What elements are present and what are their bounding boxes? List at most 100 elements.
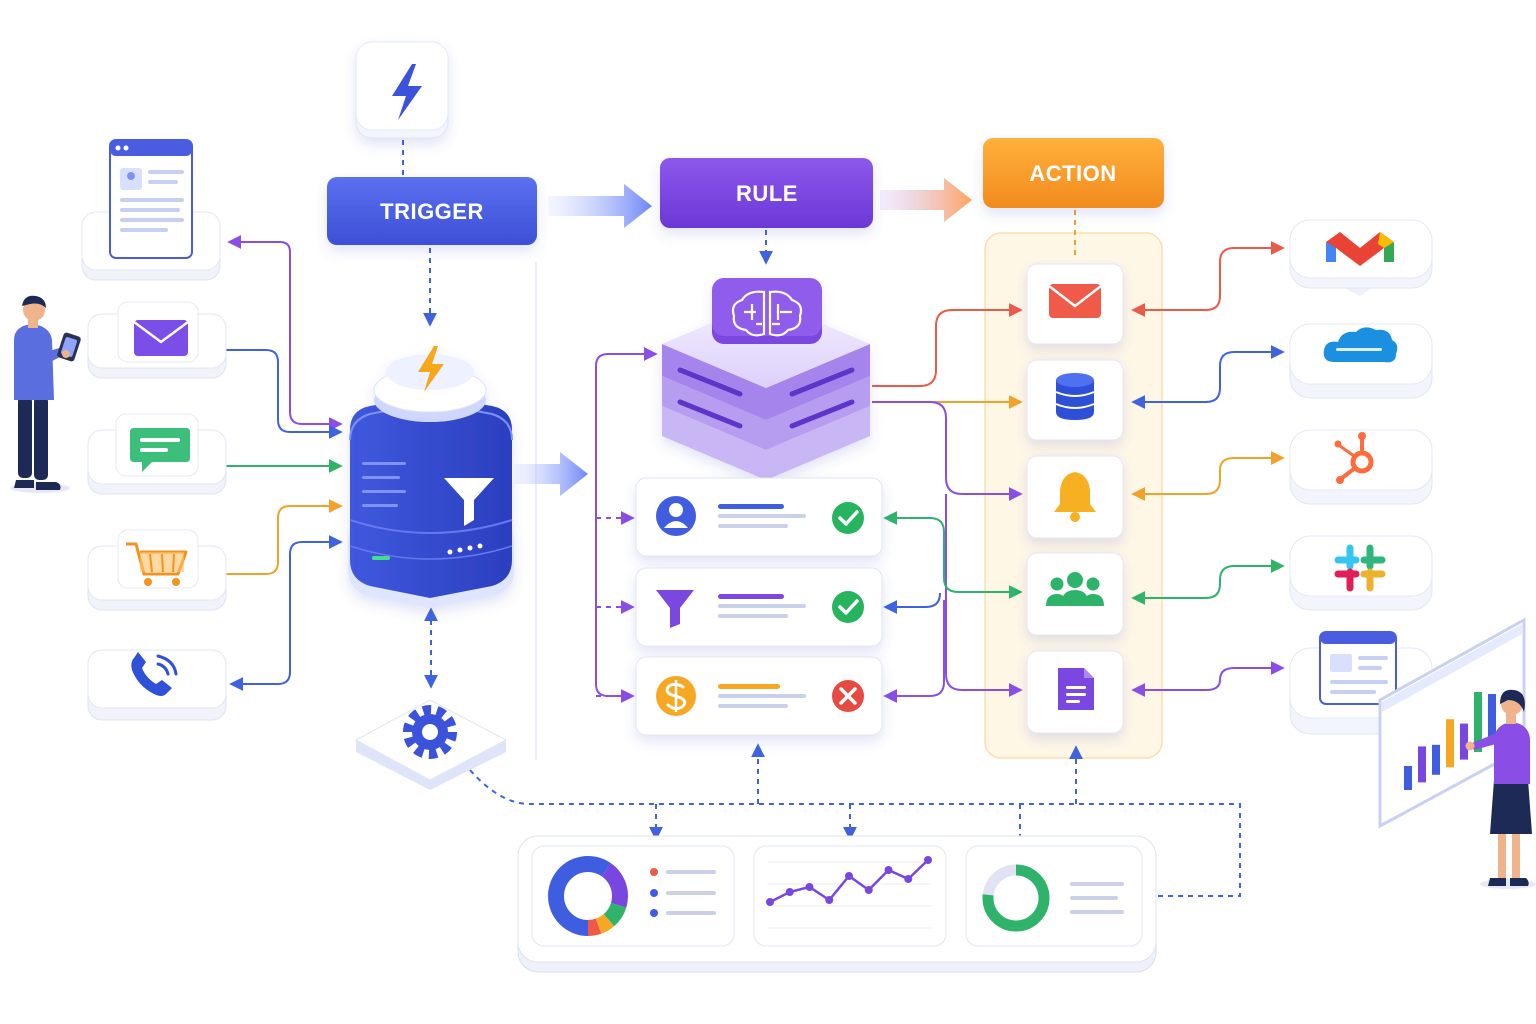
event-lightning-tile[interactable] <box>355 41 449 139</box>
analytics-line-card[interactable] <box>753 845 947 947</box>
bell-icon <box>1054 472 1096 522</box>
dollar-icon <box>656 676 696 716</box>
trigger-lightning-icon <box>418 346 444 392</box>
connector-phone <box>229 535 343 691</box>
condition-card-2[interactable] <box>635 567 883 647</box>
connector-condition-2-return <box>883 592 941 614</box>
connector-bottom-bus <box>469 769 1241 897</box>
connector-bell-hubspot <box>1131 451 1285 501</box>
action-stage[interactable]: ACTION <box>983 138 1164 208</box>
presentation-bar <box>1460 723 1468 760</box>
rule-stage[interactable]: RULE <box>660 158 873 228</box>
lightning-icon <box>392 64 422 120</box>
arrow-trigger-to-rule <box>548 184 652 228</box>
trigger-label: TRIGGER <box>380 199 484 224</box>
presentation-bar <box>1418 746 1426 783</box>
slack-icon <box>1334 544 1386 592</box>
connector-cart <box>226 499 343 575</box>
source-chat-tile[interactable] <box>87 413 227 495</box>
email-icon <box>133 320 189 356</box>
connector-condition-3-return <box>883 600 945 703</box>
connector-engine-mail <box>872 303 1023 387</box>
filter-funnel-icon <box>444 478 494 526</box>
trend-point <box>904 875 913 883</box>
connector-doc-web <box>1131 661 1285 697</box>
connector-mail-gmail <box>1131 241 1285 317</box>
integration-salesforce-tile[interactable] <box>1289 323 1433 399</box>
trend-point <box>864 886 873 894</box>
cross-icon <box>832 680 864 712</box>
presentation-bar <box>1474 692 1482 752</box>
salesforce-cloud-icon <box>1323 327 1398 363</box>
connector-engine-document <box>945 494 1023 697</box>
integration-gmail-tile[interactable] <box>1289 219 1433 296</box>
integration-slack-tile[interactable] <box>1289 535 1433 611</box>
connector-team-slack <box>1131 559 1285 605</box>
action-bell-tile[interactable] <box>1026 455 1124 539</box>
presentation-bar <box>1488 694 1496 745</box>
analytics-donut-card[interactable] <box>531 845 735 947</box>
web-form-icon <box>109 139 193 259</box>
team-icon <box>1046 572 1104 606</box>
rule-engine[interactable] <box>662 278 870 480</box>
presentation-board <box>1378 617 1526 829</box>
presentation-bar <box>1432 744 1440 775</box>
condition-2-bar <box>718 594 784 599</box>
trend-point <box>766 898 774 906</box>
condition-card-3[interactable] <box>635 656 883 736</box>
connector-email <box>226 349 343 439</box>
rule-label: RULE <box>736 181 798 206</box>
trend-point <box>924 856 932 864</box>
connector-engine-bell <box>872 401 1023 501</box>
analytics-ring-card[interactable] <box>965 845 1143 947</box>
source-cart-tile[interactable] <box>87 529 227 611</box>
connector-engine-conditions <box>595 347 658 697</box>
connectors <box>226 140 1285 897</box>
server-slots <box>677 367 855 429</box>
ring-chart-icon <box>982 864 1050 932</box>
gear-icon <box>403 705 457 759</box>
line-chart-icon <box>766 856 932 929</box>
trigger-filter-server[interactable] <box>348 346 514 608</box>
web-dashboard-icon <box>1319 631 1397 705</box>
user-icon <box>656 496 696 536</box>
action-database-tile[interactable] <box>1026 359 1124 441</box>
check-icon <box>832 591 864 623</box>
check-icon <box>832 502 864 534</box>
presentation-bar <box>1404 766 1412 790</box>
trend-points <box>766 856 932 906</box>
source-email-tile[interactable] <box>87 301 227 379</box>
gmail-logo-icon <box>1326 232 1394 266</box>
action-label: ACTION <box>1029 161 1116 186</box>
funnel-icon <box>656 590 694 628</box>
mail-icon <box>1048 284 1102 318</box>
condition-3-bar <box>718 684 780 689</box>
document-icon <box>1058 668 1094 710</box>
trigger-stage[interactable]: TRIGGER <box>327 177 537 245</box>
source-webform-tile[interactable] <box>81 139 221 281</box>
trend-point <box>805 883 814 891</box>
arrow-rule-to-action <box>880 178 972 222</box>
condition-1-bar <box>718 504 784 509</box>
action-mail-tile[interactable] <box>1026 263 1124 345</box>
presentation-bar <box>1446 719 1454 768</box>
action-team-tile[interactable] <box>1026 552 1124 636</box>
source-phone-tile[interactable] <box>87 649 227 721</box>
trend-point <box>884 866 893 874</box>
trend-point <box>785 888 794 896</box>
phone-call-icon <box>131 652 178 696</box>
condition-card-1[interactable] <box>635 477 883 557</box>
integration-hubspot-tile[interactable] <box>1289 429 1433 505</box>
person-presenting <box>1465 689 1536 889</box>
chat-message-icon <box>130 428 190 472</box>
connector-team <box>883 511 1023 599</box>
action-document-tile[interactable] <box>1026 650 1124 734</box>
ai-brain-icon <box>731 290 803 337</box>
person-with-tablet <box>10 295 81 493</box>
donut-chart-icon <box>548 856 628 936</box>
trend-point <box>845 872 853 880</box>
connector-db-salesforce <box>1131 345 1285 409</box>
settings-tile[interactable] <box>354 699 508 790</box>
